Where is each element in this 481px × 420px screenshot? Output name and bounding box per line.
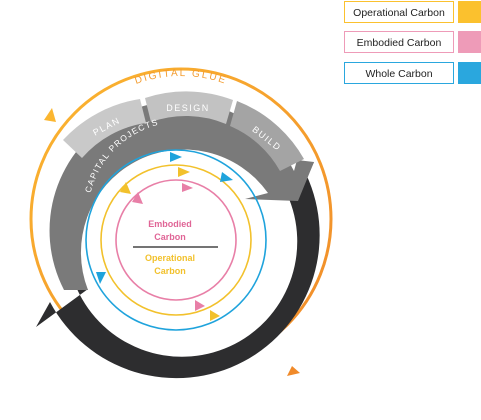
whole-carbon-circle	[85, 149, 267, 331]
embodied-arrow-left	[132, 192, 143, 204]
operational-carbon-title: Operational	[145, 253, 195, 263]
embodied-arrow-top	[182, 183, 193, 192]
operational-arrow-top	[178, 167, 190, 177]
whole-arrow-left	[96, 272, 106, 284]
digital-glue-arrow-top	[44, 108, 56, 122]
embodied-carbon-title: Embodied	[148, 219, 192, 229]
asset-management-label: ASSET MANAGEMENT	[198, 222, 280, 304]
capital-projects-band	[49, 101, 315, 291]
whole-arrow-top	[170, 152, 182, 162]
stage-plan-segment	[63, 99, 146, 158]
stage-design-segment	[145, 91, 233, 124]
legend-label-operational: Operational Carbon	[344, 1, 454, 23]
legend-item-whole: Whole Carbon	[344, 62, 481, 86]
legend-swatch-whole	[458, 62, 481, 84]
embodied-carbon-circle	[115, 179, 237, 301]
operational-arrow-left	[120, 182, 131, 194]
embodied-arrow-bottom	[195, 300, 205, 311]
legend-label-embodied: Embodied Carbon	[344, 31, 454, 53]
digital-glue-label: DIGITAL GLUE	[134, 68, 229, 87]
stage-build-segment	[230, 101, 304, 171]
legend-swatch-operational	[458, 1, 481, 23]
embodied-carbon-title-line2: Carbon	[154, 232, 186, 242]
legend-item-embodied: Embodied Carbon	[344, 31, 481, 55]
stage-design-label: DESIGN	[166, 103, 210, 113]
operational-carbon-circle	[100, 164, 252, 316]
whole-arrow-right	[220, 172, 233, 182]
operational-arrow-bottom	[210, 310, 220, 321]
legend-item-operational: Operational Carbon	[344, 1, 481, 25]
operational-carbon-title-line2: Carbon	[154, 266, 186, 276]
legend-label-whole: Whole Carbon	[344, 62, 454, 84]
legend-swatch-embodied	[458, 31, 481, 53]
digital-glue-arrow-bottom	[287, 366, 300, 376]
